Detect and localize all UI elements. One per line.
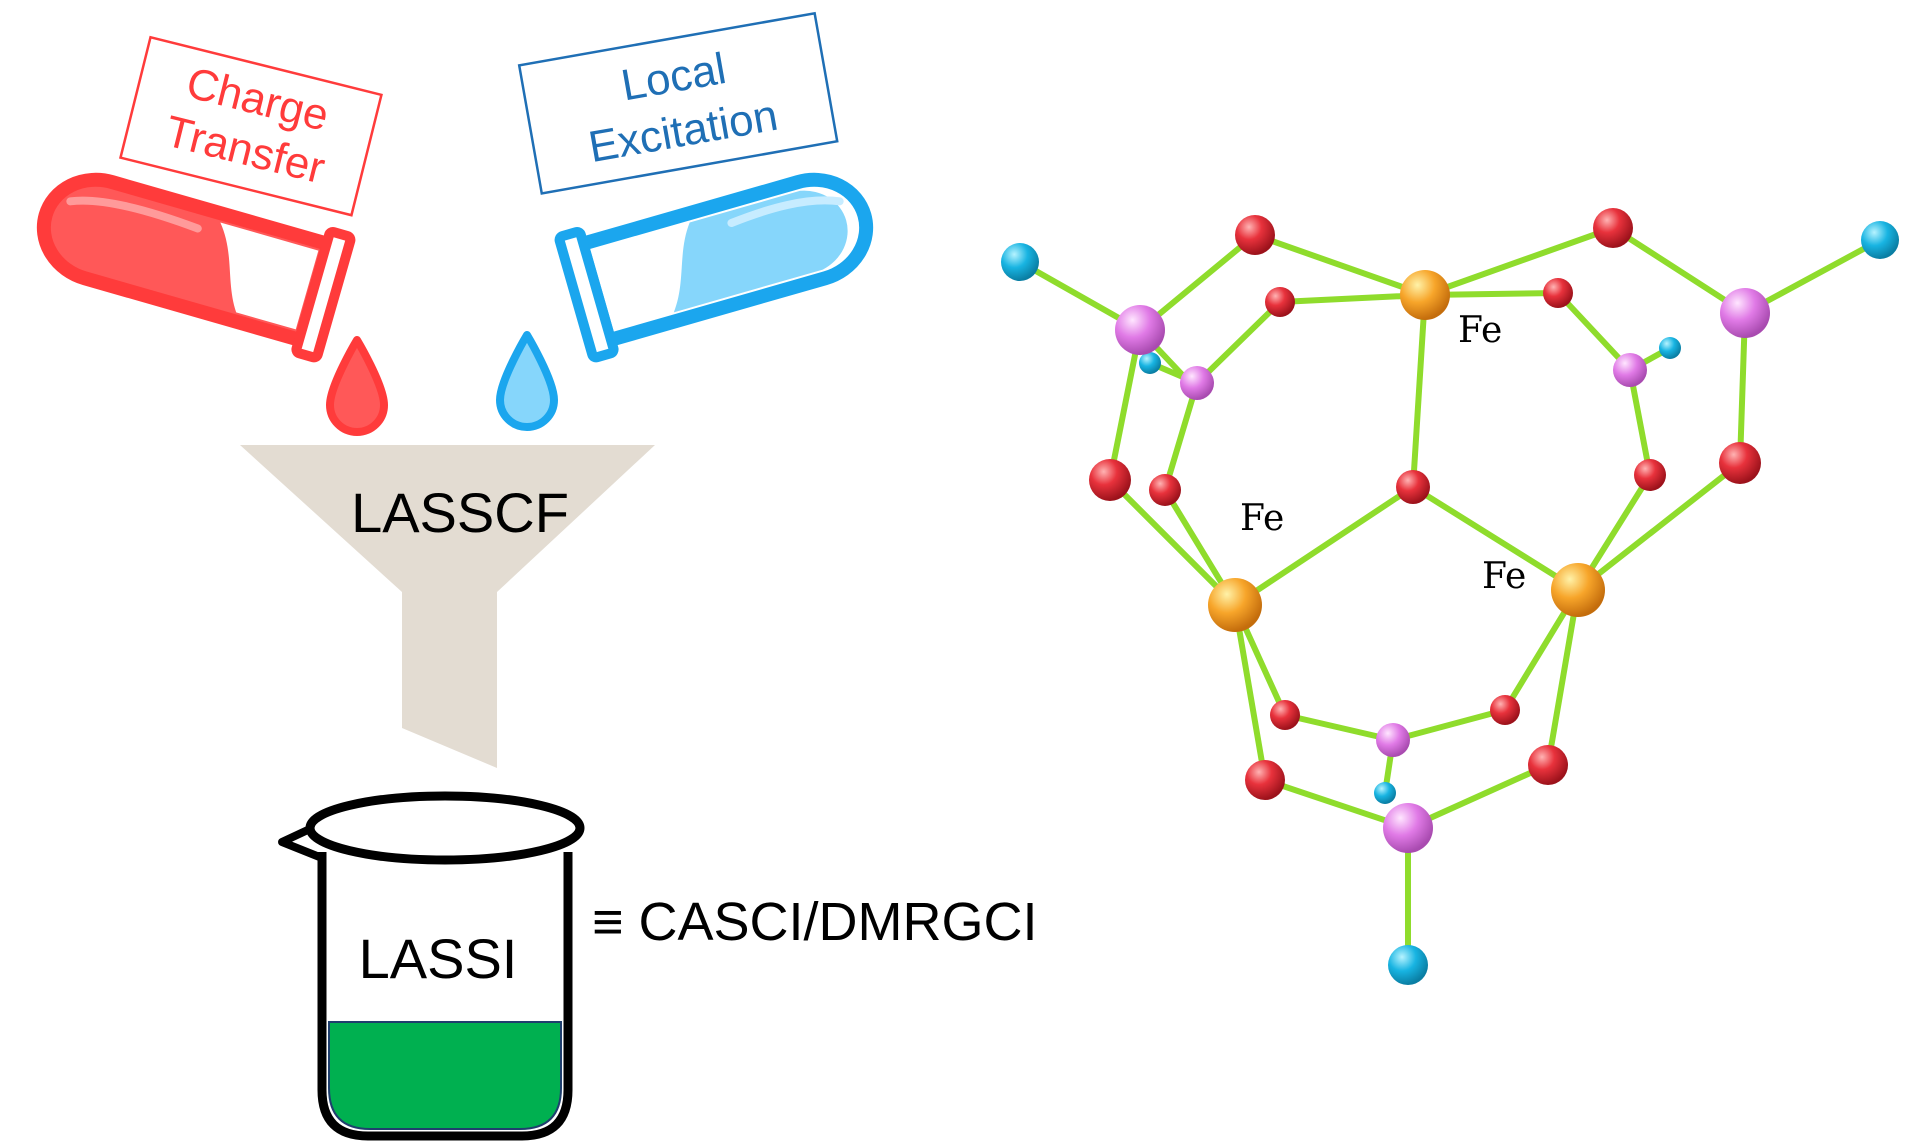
oxygen-atom <box>1245 760 1285 800</box>
phosphorus-atom <box>1376 723 1410 757</box>
oxygen-atom <box>1719 442 1761 484</box>
equivalence-label: ≡ CASCI/DMRGCI <box>592 892 1038 952</box>
terminal-atom <box>1659 337 1681 359</box>
funnel-label: LASSCF <box>351 481 569 544</box>
fe-label-left: Fe <box>1240 498 1284 539</box>
beaker-label: LASSI <box>359 927 518 990</box>
oxygen-atom <box>1634 459 1666 491</box>
terminal-atom <box>1001 243 1039 281</box>
phosphorus-atom <box>1720 288 1770 338</box>
oxygen-atom <box>1270 700 1300 730</box>
fe-label-right: Fe <box>1482 556 1526 597</box>
iron-atom-top <box>1400 270 1450 320</box>
terminal-atom <box>1374 782 1396 804</box>
blue-test-tube-icon <box>554 172 874 363</box>
phosphorus-atom <box>1115 305 1165 355</box>
beaker-icon <box>278 791 585 1141</box>
oxygen-atom <box>1490 695 1520 725</box>
molecule-atoms <box>1001 208 1899 985</box>
oxygen-atom <box>1089 459 1131 501</box>
phosphorus-atom <box>1180 366 1214 400</box>
oxygen-atom <box>1265 287 1295 317</box>
blue-droplet-icon <box>496 331 558 431</box>
terminal-atom <box>1388 945 1428 985</box>
fe3-cluster-molecule: Fe Fe Fe <box>1001 208 1899 985</box>
terminal-atom <box>1139 352 1161 374</box>
local-excitation-label: Local Excitation <box>517 11 839 195</box>
terminal-atom <box>1861 221 1899 259</box>
oxygen-atom <box>1149 474 1181 506</box>
phosphorus-atom <box>1383 803 1433 853</box>
oxygen-atom <box>1528 745 1568 785</box>
oxygen-atom <box>1235 215 1275 255</box>
oxygen-atom <box>1593 208 1633 248</box>
fe-label-top: Fe <box>1458 310 1502 351</box>
beaker-liquid <box>328 1021 562 1130</box>
red-test-tube-icon <box>36 172 356 363</box>
funnel-icon <box>240 445 655 768</box>
oxygen-atom <box>1396 470 1430 504</box>
red-droplet-icon <box>326 336 388 436</box>
oxygen-atom <box>1543 278 1573 308</box>
iron-atom-left <box>1208 578 1262 632</box>
phosphorus-atom <box>1613 353 1647 387</box>
iron-atom-right <box>1551 563 1605 617</box>
